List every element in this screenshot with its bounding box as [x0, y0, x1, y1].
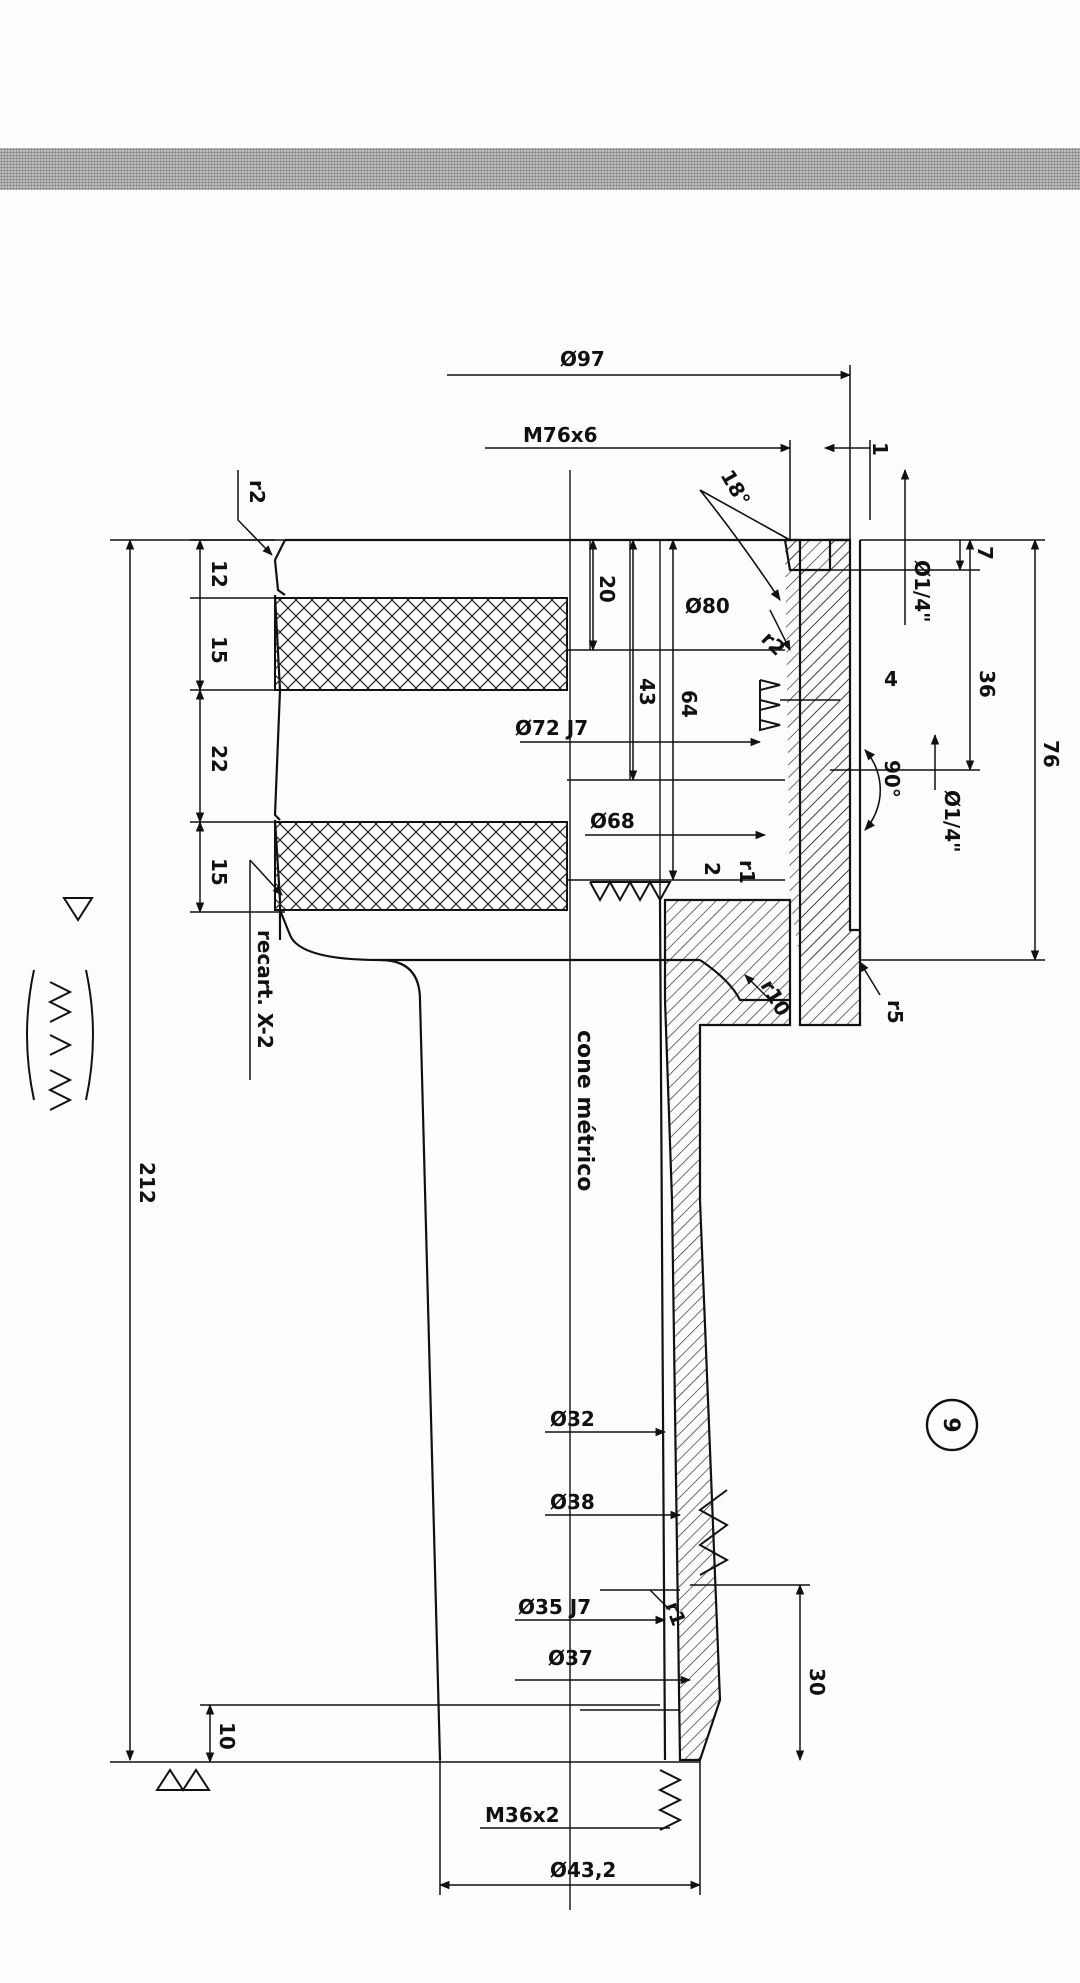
dim-7: 7	[973, 546, 997, 560]
dim-d97: Ø97	[560, 347, 605, 371]
surface-finish-marks	[26, 679, 781, 1831]
dim-43: 43	[635, 678, 659, 706]
dim-30: 30	[805, 1668, 829, 1696]
dim-recart: recart. X-2	[253, 930, 277, 1049]
dim-22: 22	[207, 745, 231, 773]
dim-10: 10	[215, 1722, 239, 1750]
dim-d38: Ø38	[550, 1490, 595, 1514]
dim-d72: Ø72 J7	[515, 716, 588, 740]
dim-20: 20	[595, 575, 619, 603]
dim-r2-top: r2	[245, 480, 269, 504]
header-halftone-band	[0, 148, 1080, 190]
dim-m36: M36x2	[485, 1803, 560, 1827]
dim-r1-a: r1	[735, 860, 759, 884]
dim-2: 2	[700, 862, 724, 876]
section-body	[658, 538, 862, 1762]
dim-64: 64	[677, 690, 701, 718]
dim-one: 1	[868, 442, 892, 456]
dim-angle90: 90°	[880, 760, 904, 798]
dim-d35: Ø35 J7	[518, 1595, 591, 1619]
dim-d80: Ø80	[685, 594, 730, 618]
dim-15b: 15	[207, 858, 231, 886]
dim-76: 76	[1039, 740, 1063, 768]
dim-quarter-a: Ø1/4"	[910, 560, 934, 623]
angle-arcs	[699, 489, 882, 831]
sheet-number: 9	[938, 1417, 963, 1432]
dim-quarter-b: Ø1/4"	[940, 790, 964, 853]
leader-lines	[237, 468, 940, 1611]
dim-d37: Ø37	[548, 1646, 593, 1670]
knurled-bands	[274, 597, 568, 911]
sheet-number-circle	[925, 1398, 979, 1452]
dim-d68: Ø68	[590, 809, 635, 833]
dim-cone: cone métrico	[572, 1030, 597, 1191]
dim-d32: Ø32	[550, 1407, 595, 1431]
dim-36: 36	[975, 670, 999, 698]
dimension-labels: Ø97 M76x6 1 18° r2 12 15 22 15 20 43 64 …	[135, 347, 1063, 1882]
dim-d43-2: Ø43,2	[550, 1858, 616, 1882]
dimension-lines	[110, 365, 1045, 1895]
dim-4: 4	[884, 667, 898, 691]
dim-m76: M76x6	[523, 423, 598, 447]
dim-15a: 15	[207, 636, 231, 664]
dim-r5: r5	[883, 1000, 907, 1024]
dim-12: 12	[207, 560, 231, 588]
dim-r2-inner: r2	[756, 627, 790, 661]
dim-212: 212	[135, 1162, 159, 1204]
dim-angle18: 18°	[716, 466, 756, 511]
